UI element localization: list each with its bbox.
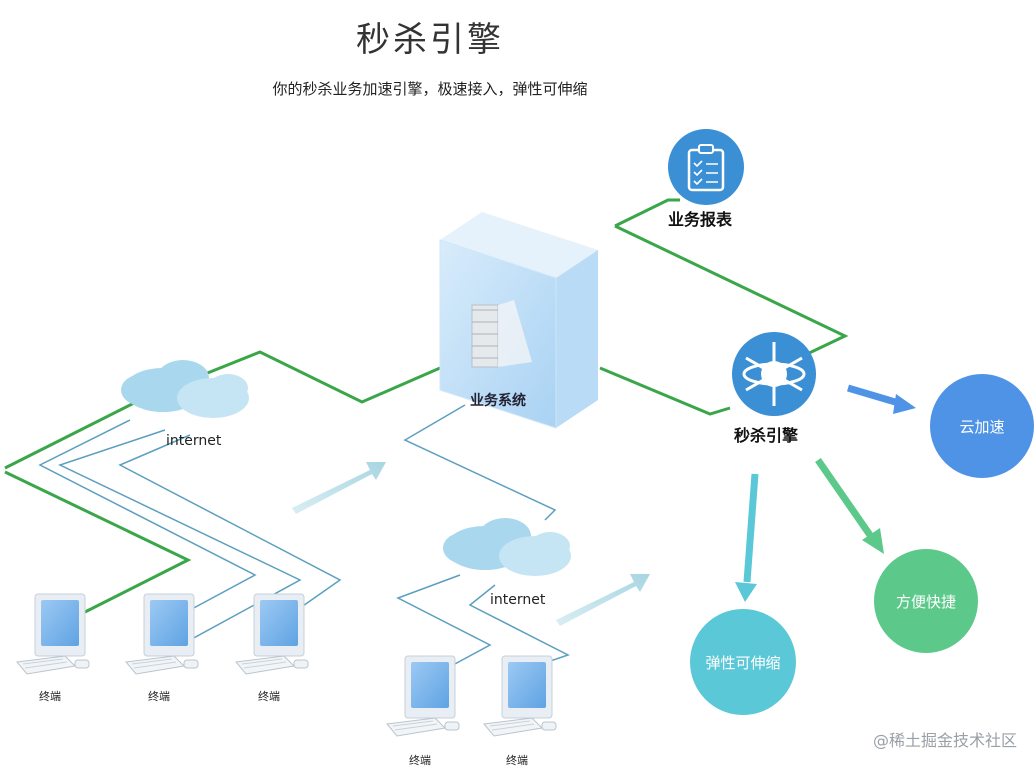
server-icon [439,212,598,429]
cloud-icon [443,518,571,576]
feature-elastic: 弹性可伸缩 [690,609,796,715]
report-label: 业务报表 [668,210,733,229]
internet-label-2: internet [490,592,546,608]
cloud-icon [121,360,249,418]
computer-icon [125,593,199,675]
atom-icon [732,332,816,416]
feature-cloud-speed-label: 云加速 [959,417,1005,436]
feature-cloud-speed: 云加速 [930,374,1034,478]
flow-arrow-right [556,574,650,626]
page-title: 秒杀引擎 [356,20,504,60]
terminal-label: 终端 [258,690,280,703]
computer-icon [235,593,309,675]
page-subtitle: 你的秒杀业务加速引擎，极速接入，弹性可伸缩 [272,80,588,98]
watermark: @稀土掘金技术社区 [872,731,1017,750]
engine-label: 秒杀引擎 [734,426,799,445]
computer-icon [483,655,557,737]
internet-label-1: internet [166,433,222,449]
green-link-lines [4,198,849,614]
terminal-label: 终端 [506,754,528,767]
blue-link-lines [38,404,570,673]
computer-icon [386,655,460,737]
terminal-label: 终端 [39,690,61,703]
clipboard-icon [668,129,744,205]
arrow-to-cloud-speed [847,384,916,414]
feature-convenient: 方便快捷 [874,549,978,653]
computer-icon [16,593,90,675]
arrow-to-convenient [815,458,884,554]
business-system-label: 业务系统 [470,393,526,409]
feature-convenient-label: 方便快捷 [895,592,956,611]
terminal-label: 终端 [409,754,431,767]
flow-arrow-left [292,462,386,514]
arrow-to-elastic [735,473,759,602]
feature-elastic-label: 弹性可伸缩 [705,653,781,672]
terminal-label: 终端 [148,690,170,703]
